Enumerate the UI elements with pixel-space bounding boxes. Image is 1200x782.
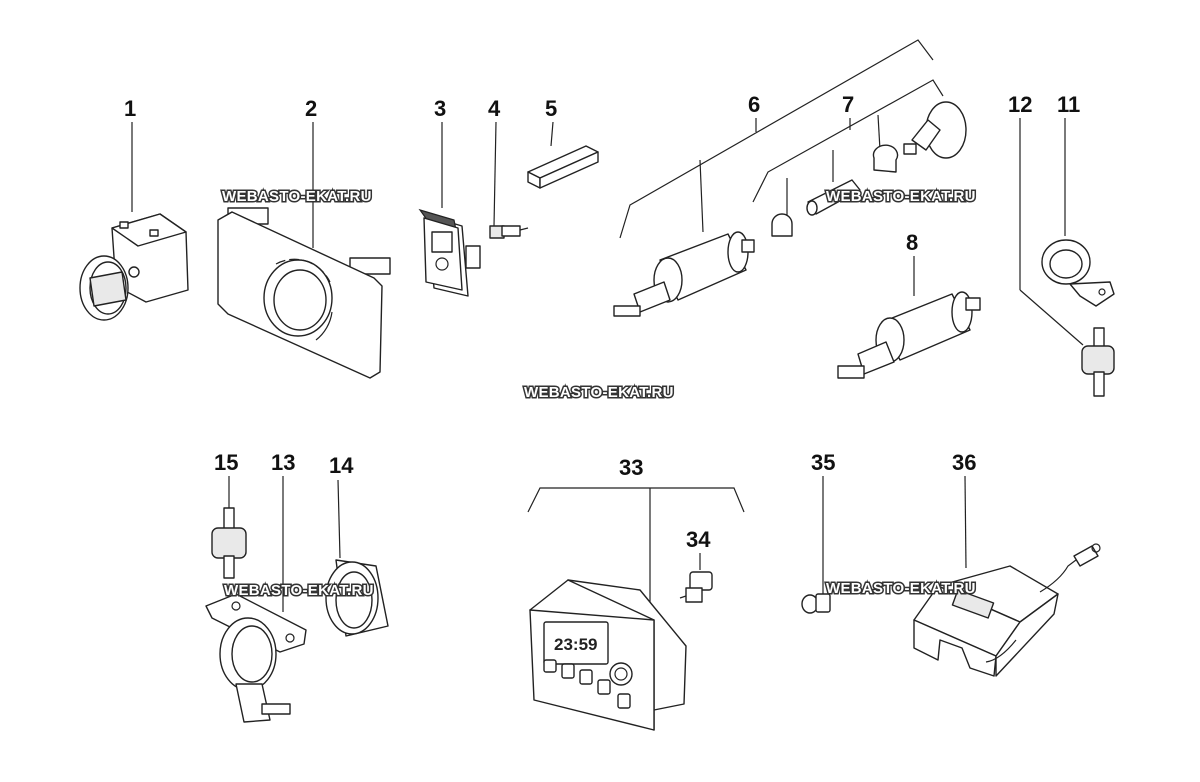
- label-part-36: 36: [952, 450, 976, 475]
- part-33-timer: 23:59: [529, 579, 687, 731]
- part-11-clamp: [1041, 239, 1115, 307]
- label-part-2: 2: [305, 96, 317, 121]
- part-15-rubber-mount: [211, 507, 247, 579]
- part-6-fuel-pump: [613, 231, 755, 317]
- label-part-35: 35: [811, 450, 835, 475]
- label-part-33: 33: [619, 455, 643, 480]
- leader-lines: [131, 39, 1084, 612]
- part-2-control-panel: [217, 207, 391, 379]
- part-labels: 1 2 3 4 5 6 7 8 12 11 15 13 14 33 34 35 …: [124, 92, 1080, 552]
- watermark-text: WEBASTO-EKAT.RU: [826, 188, 976, 205]
- watermark-text: WEBASTO-EKAT.RU: [224, 582, 374, 599]
- watermarks: WEBASTO-EKAT.RU WEBASTO-EKAT.RU WEBASTO-…: [221, 187, 977, 601]
- label-part-7: 7: [842, 92, 854, 117]
- label-part-13: 13: [271, 450, 295, 475]
- label-part-1: 1: [124, 96, 136, 121]
- watermark-text: WEBASTO-EKAT.RU: [524, 384, 674, 401]
- part-35-bulb: [801, 593, 831, 614]
- label-part-6: 6: [748, 92, 760, 117]
- label-part-15: 15: [214, 450, 238, 475]
- part-13-bracket-clamp: [205, 593, 307, 723]
- part-5-fuse-holder: [527, 145, 599, 189]
- label-part-11: 11: [1057, 92, 1080, 117]
- part-8-fuel-pump: [837, 291, 981, 379]
- part-1-rotary-switch: [79, 213, 189, 321]
- part-3-rocker-switch: [418, 208, 481, 297]
- label-part-5: 5: [545, 96, 557, 121]
- watermark-text: WEBASTO-EKAT.RU: [826, 580, 976, 597]
- watermark-text: WEBASTO-EKAT.RU: [222, 188, 372, 205]
- label-part-3: 3: [434, 96, 446, 121]
- part-4-connector: [489, 225, 529, 239]
- label-part-12: 12: [1008, 92, 1032, 117]
- part-14-rubber-sleeve: [325, 559, 389, 637]
- part-12-rubber-mount: [1081, 327, 1115, 397]
- part-7-hose-set: [771, 101, 967, 237]
- label-part-14: 14: [329, 453, 354, 478]
- timer-clock-display: 23:59: [554, 635, 597, 654]
- part-36-sensor-cover: [913, 543, 1101, 677]
- label-part-34: 34: [686, 527, 711, 552]
- label-part-4: 4: [488, 96, 501, 121]
- part-34-bulb: [679, 571, 713, 603]
- label-part-8: 8: [906, 230, 918, 255]
